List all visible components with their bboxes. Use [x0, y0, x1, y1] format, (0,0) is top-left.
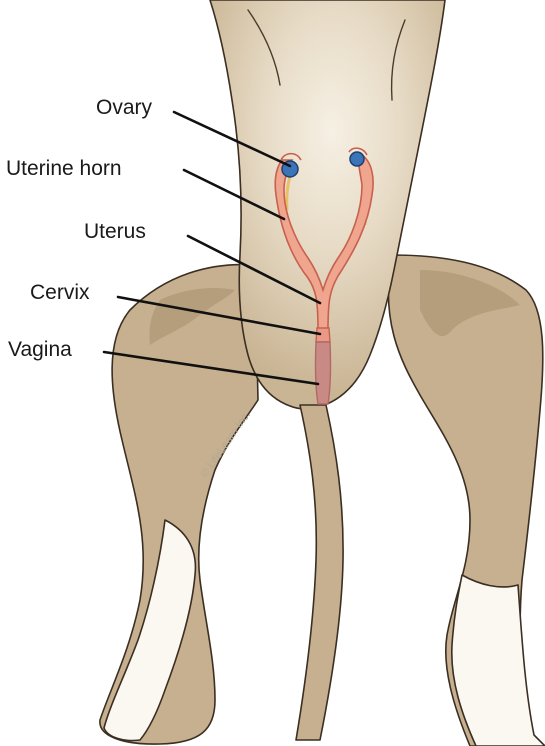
left-hind-leg — [100, 265, 258, 744]
uterus-label: Uterus — [84, 220, 146, 243]
uterine-horn-label: Uterine horn — [6, 157, 122, 180]
cervix-shape — [316, 328, 330, 342]
ovary-right-icon — [350, 152, 364, 166]
right-paw-white — [452, 575, 545, 746]
cervix-label: Cervix — [30, 281, 90, 304]
vagina-shape — [315, 342, 330, 404]
vagina-label: Vagina — [8, 338, 72, 361]
tail — [296, 405, 343, 740]
ovary-label: Ovary — [96, 96, 153, 119]
